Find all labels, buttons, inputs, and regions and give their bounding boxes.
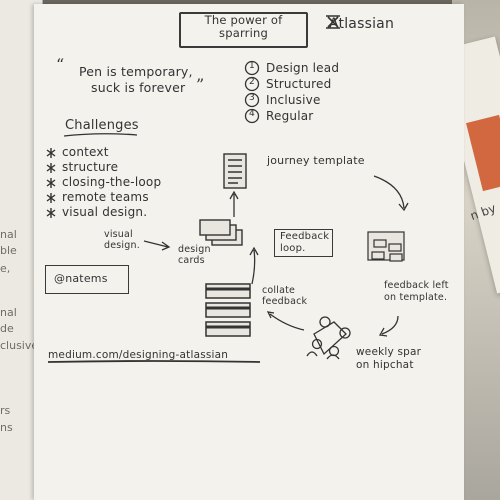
challenge-item: closing-the-loop	[62, 175, 162, 189]
principle-number: 2	[249, 77, 255, 87]
feedback-left-label: on template.	[384, 292, 448, 303]
svg-text:”: ”	[196, 75, 204, 94]
feedback-template-icon	[367, 231, 405, 262]
quote-line: Pen is temporary,	[79, 64, 193, 79]
url-label: medium.com/designing-atlassian	[48, 349, 229, 361]
handle-label: @natems	[54, 272, 108, 285]
left-page-fragment: nal	[0, 306, 17, 319]
challenge-item: structure	[62, 160, 119, 174]
title-line: The power of	[204, 13, 283, 27]
challenges-underline	[63, 133, 138, 137]
visual-design-label: visual design.	[104, 229, 140, 251]
title-box: The power of sparring	[179, 12, 308, 48]
team-people-icon	[306, 316, 351, 360]
principle-number: 3	[249, 93, 255, 103]
left-page-fragment: rs	[0, 404, 11, 417]
design-cards-label: design	[178, 244, 211, 255]
challenge-item: visual design.	[62, 205, 148, 219]
journey-template-label: journey template	[267, 154, 365, 167]
flow-arrows	[143, 175, 409, 337]
left-page-fragment: nal	[0, 228, 17, 241]
principle-number: 1	[249, 61, 255, 71]
brand-label: Atlassian	[329, 16, 395, 32]
design-cards-label: cards	[178, 255, 205, 266]
feedback-loop-label: Feedback	[280, 231, 330, 242]
left-page-fragment: clusive	[0, 339, 39, 352]
left-page-fragment: ble	[0, 244, 17, 257]
principle-item: Design lead	[266, 61, 340, 75]
principle-item: Structured	[266, 77, 332, 91]
principle-number: 4	[249, 109, 255, 119]
principle-item: Regular	[266, 109, 314, 123]
weekly-spar-label: weekly spar	[356, 346, 422, 358]
feedback-loop-box	[274, 229, 333, 257]
title-line: sparring	[219, 26, 268, 40]
svg-text:“: “	[56, 55, 64, 74]
collate-stack-icon	[205, 283, 251, 337]
url-underline	[47, 360, 261, 363]
journey-template-icon	[223, 153, 247, 189]
sketch-page: The power of sparring “ ”	[34, 4, 464, 500]
feedback-loop-label: loop.	[280, 243, 306, 254]
challenge-star-icons	[46, 148, 56, 218]
challenges-heading: Challenges	[65, 118, 139, 133]
number-circle-icons	[244, 60, 260, 124]
collate-label: feedback	[262, 296, 308, 307]
principle-item: Inclusive	[266, 93, 321, 107]
handle-box	[45, 265, 129, 294]
challenge-item: context	[62, 145, 109, 159]
left-page-fragment: e,	[0, 262, 11, 275]
left-page-fragment: de	[0, 322, 14, 335]
collate-label: collate	[262, 285, 296, 296]
weekly-spar-label: on hipchat	[356, 359, 414, 371]
quote-line: suck is forever	[91, 80, 186, 95]
feedback-left-label: feedback left	[384, 280, 449, 291]
atlassian-logo-icon	[326, 15, 340, 29]
left-page-fragment: ns	[0, 421, 13, 434]
sketch-drawings: “ ”	[46, 15, 409, 363]
challenge-item: remote teams	[62, 190, 149, 204]
design-cards-icon	[199, 219, 243, 246]
